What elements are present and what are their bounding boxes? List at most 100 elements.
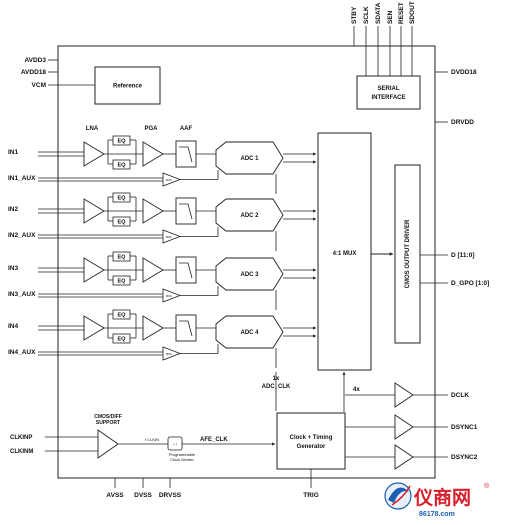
eq-box	[112, 333, 131, 344]
adc-label: ADC 2	[240, 213, 259, 219]
top-pin-sdout: SDOUT	[409, 1, 416, 76]
adc-clk-label-line2: ADC_CLK	[262, 384, 291, 390]
aux-buffer-label: BUF	[166, 178, 172, 182]
channel-aux-label: IN1_AUX	[8, 175, 36, 182]
eq-box	[112, 251, 131, 262]
aux-buffer-label: BUF	[166, 294, 172, 298]
top-pin-label: RESET	[398, 2, 405, 24]
pga-amplifier	[142, 141, 164, 167]
eq-box	[112, 192, 131, 203]
mux-label: 4:1 MUX	[333, 251, 357, 257]
top-pin-sen: SEN	[387, 10, 394, 76]
eq-label: EQ	[118, 337, 127, 343]
pin-avss: AVSS	[106, 492, 124, 499]
channel-aux-label: IN4_AUX	[8, 349, 36, 356]
pin-drvdd: DRVDD	[451, 119, 474, 126]
channel-input-label: IN3	[8, 265, 19, 272]
eq-label: EQ	[118, 279, 127, 285]
aaf-filter	[175, 140, 197, 168]
aaf-filter-response	[179, 203, 193, 220]
dsync1-buffer	[394, 414, 414, 440]
aaf-filter-response	[179, 320, 193, 337]
aux-buffer	[162, 288, 182, 303]
serial-interface-label-line1: SERIAL	[377, 86, 399, 92]
eq-label: EQ	[118, 139, 127, 145]
reference-block	[94, 66, 161, 105]
eq-label: EQ	[118, 196, 127, 202]
adc-block	[215, 141, 284, 175]
eq-label: EQ	[118, 313, 127, 319]
chip-outline	[57, 45, 436, 479]
left-supply-pins: AVDD3 AVDD18 VCM	[21, 57, 95, 89]
pin-avdd18: AVDD18	[21, 69, 47, 76]
aux-buffer-label: BUF	[166, 352, 172, 356]
eq-label: EQ	[118, 220, 127, 226]
aaf-filter	[175, 197, 197, 225]
top-pin-label: SDATA	[375, 2, 382, 24]
watermark-url: 86178.com	[419, 511, 455, 518]
channel-input-label: IN1	[8, 149, 19, 156]
clock-divider-block	[167, 436, 183, 451]
cmos-output-driver-block	[394, 164, 421, 344]
pga-amplifier	[142, 198, 164, 224]
watermark-brand: 仪商网	[413, 486, 471, 509]
clock-input-section: CLKINP CLKINM CMOS/DIFF SUPPORT f CLKIN …	[10, 414, 276, 462]
adc-block	[215, 315, 284, 349]
clock-input-buffer	[97, 429, 119, 459]
pin-data-out: D [11:0]	[451, 252, 474, 259]
dclk-buffer	[394, 382, 414, 408]
top-pin-reset: RESET	[398, 2, 405, 76]
aaf-filter-response	[179, 146, 193, 163]
channel-input-label: IN4	[8, 323, 19, 330]
adc-block	[215, 257, 284, 291]
four-x-label: 4x	[353, 387, 360, 393]
pin-vcm: VCM	[32, 82, 46, 89]
pga-label: PGA	[144, 126, 158, 132]
cmos-output-driver-label: CMOS OUTPUT DRIVER	[405, 219, 411, 288]
eq-box	[112, 309, 131, 320]
aaf-filter	[175, 256, 197, 284]
top-pin-label: SDOUT	[409, 1, 416, 24]
clock-divider-caption-line2: Clock Divider	[170, 457, 194, 462]
adc-label: ADC 3	[240, 272, 259, 278]
aux-buffer	[162, 172, 182, 187]
top-pins: STBY SCLK SDATA SEN RESET SDOUT	[351, 1, 416, 76]
clock-divider-caption-line1: Programmable	[169, 452, 196, 457]
dsync2-buffer	[394, 444, 414, 470]
pin-dvss: DVSS	[134, 492, 152, 499]
serial-interface-block	[356, 75, 421, 110]
reference-label: Reference	[113, 84, 143, 90]
pga-amplifier	[142, 315, 164, 341]
eq-label: EQ	[118, 255, 127, 261]
adc-label: ADC 4	[240, 330, 259, 336]
adc-block	[215, 198, 284, 232]
channel-input-label: IN2	[8, 206, 19, 213]
aux-buffer	[162, 346, 182, 361]
pin-dvdd18: DVDD18	[451, 69, 477, 76]
pin-trig: TRIG	[303, 492, 319, 499]
cmos-diff-support-line1: CMOS/DIFF	[94, 414, 122, 420]
eq-box	[112, 216, 131, 227]
pin-gpo: D_GPO [1:0]	[451, 280, 489, 287]
pin-clkinm: CLKINM	[10, 449, 33, 455]
clock-timing-block	[276, 412, 346, 470]
top-pin-label: SCLK	[363, 6, 370, 24]
cmos-diff-support-line2: SUPPORT	[96, 420, 120, 426]
aux-buffer	[162, 229, 182, 244]
clock-timing-label-line2: Generator	[297, 444, 326, 450]
afe-clk-label: AFE_CLK	[200, 437, 228, 443]
right-pins: DVDD18 DRVDD D [11:0] D_GPO [1:0]	[420, 69, 489, 287]
eq-box	[112, 275, 131, 286]
pin-dsync2: DSYNC2	[451, 454, 478, 461]
pin-dclk: DCLK	[451, 392, 469, 399]
lna-amplifier	[83, 315, 105, 341]
top-pin-label: SEN	[387, 10, 394, 24]
pin-drvss: DRVSS	[159, 492, 182, 499]
top-pin-sdata: SDATA	[375, 2, 382, 76]
output-buffers: DCLK DSYNC1 DSYNC2	[345, 382, 478, 470]
